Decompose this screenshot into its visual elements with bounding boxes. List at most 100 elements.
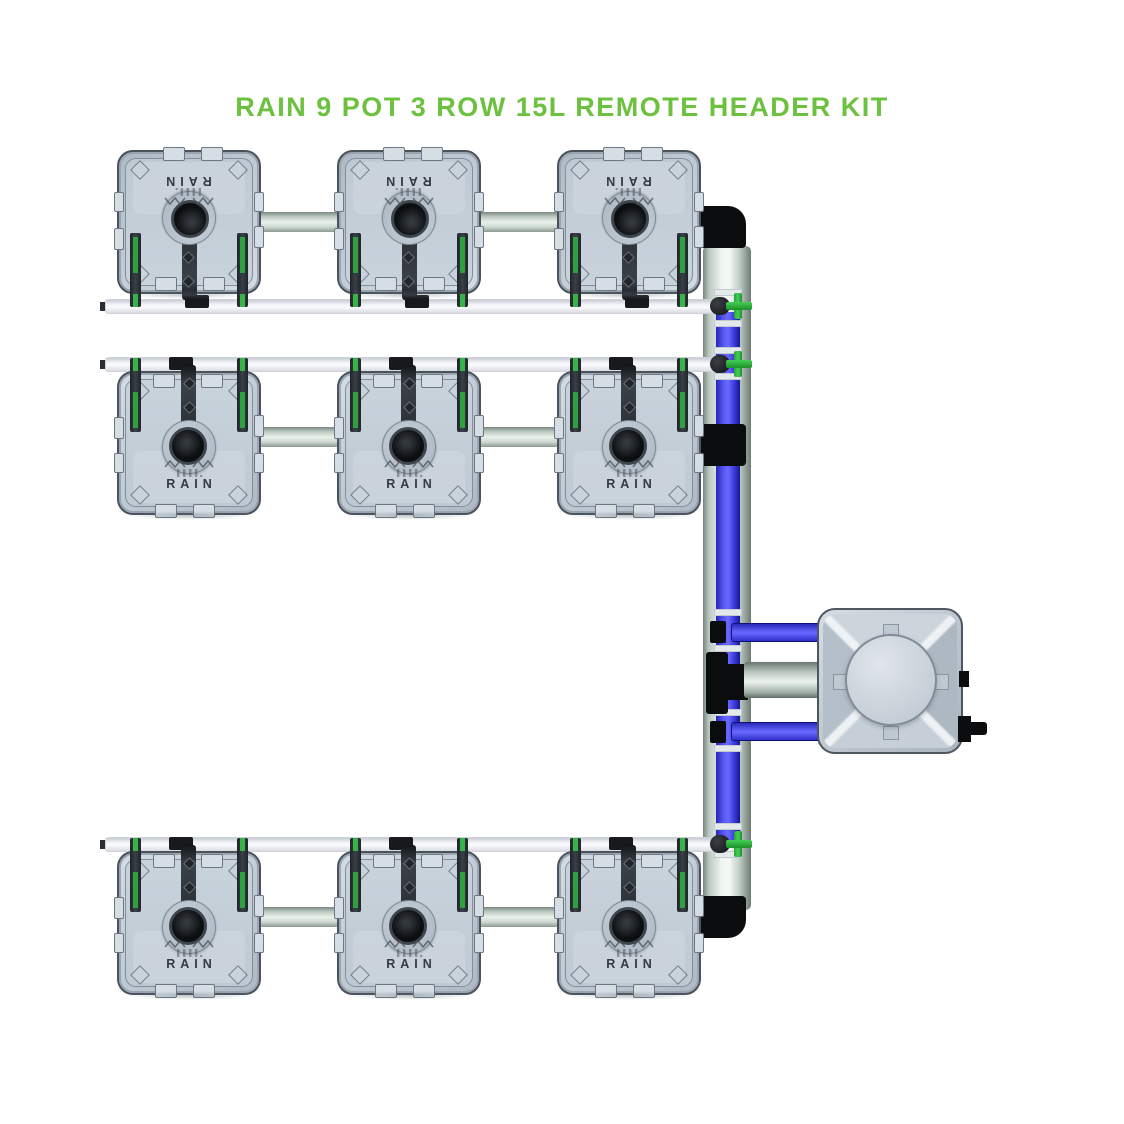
rim-tab xyxy=(593,854,615,868)
brand-crown-icon xyxy=(164,197,214,206)
brand-crown-icon xyxy=(384,459,434,468)
return-pipe-clip xyxy=(677,233,688,307)
foot-tab xyxy=(641,147,663,161)
rim-tab xyxy=(201,374,223,388)
drip-manifold xyxy=(401,845,416,909)
return-pipe-clip xyxy=(130,358,141,432)
header-return-pipe xyxy=(744,662,828,698)
side-tab xyxy=(554,453,564,473)
pot-row3-col3: RAIN xyxy=(554,837,704,1000)
return-pipe-clip xyxy=(570,233,581,307)
brand-crown-icon xyxy=(604,459,654,468)
junction-green-fitting-arm xyxy=(726,360,752,368)
drip-manifold xyxy=(622,236,637,300)
pot-label: RAIN xyxy=(386,957,437,971)
foot-tab xyxy=(375,984,397,998)
side-tab xyxy=(114,453,124,473)
return-pipe-clip xyxy=(237,358,248,432)
tee-fitting-header-arm xyxy=(722,664,748,700)
rim-tab xyxy=(373,854,395,868)
rim-tab xyxy=(641,854,663,868)
brand-crown-icon xyxy=(604,197,654,206)
side-tab xyxy=(474,895,484,917)
pot-label: RAIN xyxy=(166,957,217,971)
elbow-fitting-top xyxy=(698,206,746,248)
side-tab xyxy=(114,897,124,919)
header-feed-pipe-bottom xyxy=(732,723,828,740)
pot-hole xyxy=(609,907,647,945)
pot-row1-col3: RAIN xyxy=(554,147,704,308)
pot-rotation-wrap: RAIN xyxy=(554,837,704,998)
drip-lines-icon xyxy=(615,188,641,196)
side-tab xyxy=(254,192,264,212)
pot-label: RAIN xyxy=(161,174,212,188)
drip-manifold xyxy=(401,365,416,429)
drip-manifold xyxy=(621,365,636,429)
side-tab xyxy=(254,895,264,917)
rim-tab xyxy=(153,374,175,388)
return-pipe-clip xyxy=(130,838,141,912)
foot-tab xyxy=(155,984,177,998)
foot-tab xyxy=(383,147,405,161)
side-tab xyxy=(254,453,264,473)
drip-manifold xyxy=(402,236,417,300)
side-tab xyxy=(554,897,564,919)
pot-rotation-wrap: RAIN xyxy=(554,357,704,518)
side-tab xyxy=(694,453,704,473)
feed-pipe-segment xyxy=(480,907,558,927)
foot-tab xyxy=(633,984,655,998)
diagram-title: RAIN 9 POT 3 ROW 15L REMOTE HEADER KIT xyxy=(235,92,889,122)
side-tab xyxy=(554,417,564,439)
side-tab xyxy=(254,226,264,248)
side-tab xyxy=(474,192,484,212)
foot-tab xyxy=(603,147,625,161)
brand-crown-icon xyxy=(384,939,434,948)
pipe-coupler-band xyxy=(714,645,742,652)
drip-manifold xyxy=(181,365,196,429)
return-pipe-clip xyxy=(350,233,361,307)
vertical-feed-pipe xyxy=(716,312,740,846)
tank-lid xyxy=(845,634,937,726)
return-pipe-clip xyxy=(570,358,581,432)
drip-manifold xyxy=(621,845,636,909)
pot-label: RAIN xyxy=(386,477,437,491)
pot-row3-col1: RAIN xyxy=(114,837,264,1000)
rim-tab xyxy=(153,854,175,868)
feed-fitting-bottom xyxy=(710,721,726,743)
return-pipe-clip xyxy=(130,233,141,307)
drip-manifold xyxy=(182,236,197,300)
side-tab xyxy=(114,933,124,953)
pot-label: RAIN xyxy=(606,957,657,971)
return-pipe-clip xyxy=(457,233,468,307)
rim-tab xyxy=(201,854,223,868)
tank-outlet-stub xyxy=(969,722,987,735)
pipe-coupler-band xyxy=(714,745,742,752)
side-tab xyxy=(474,226,484,248)
return-pipe-clip xyxy=(457,358,468,432)
foot-tab xyxy=(421,147,443,161)
foot-tab xyxy=(595,984,617,998)
foot-tab xyxy=(595,504,617,518)
feed-pipe-segment xyxy=(480,427,558,447)
tank-tab-south xyxy=(883,726,899,740)
side-tab xyxy=(554,933,564,953)
drip-lines-icon xyxy=(617,469,643,477)
side-tab xyxy=(474,933,484,953)
pipe-coupler-band xyxy=(714,823,742,830)
pipe-coupler-band xyxy=(714,289,742,296)
foot-tab xyxy=(193,984,215,998)
pot-row2-col1: RAIN xyxy=(114,357,264,520)
pot-hole xyxy=(169,427,207,465)
pot-rotation-wrap: RAIN xyxy=(334,357,484,518)
rim-tab xyxy=(421,374,443,388)
side-tab xyxy=(474,415,484,437)
foot-tab xyxy=(633,504,655,518)
return-pipe-clip xyxy=(457,838,468,912)
brand-crown-icon xyxy=(384,197,434,206)
tank-tab-east xyxy=(935,674,949,690)
pot-rotation-wrap: RAIN xyxy=(114,357,264,518)
junction-connector xyxy=(710,355,730,373)
side-tab xyxy=(334,453,344,473)
side-tab xyxy=(254,933,264,953)
